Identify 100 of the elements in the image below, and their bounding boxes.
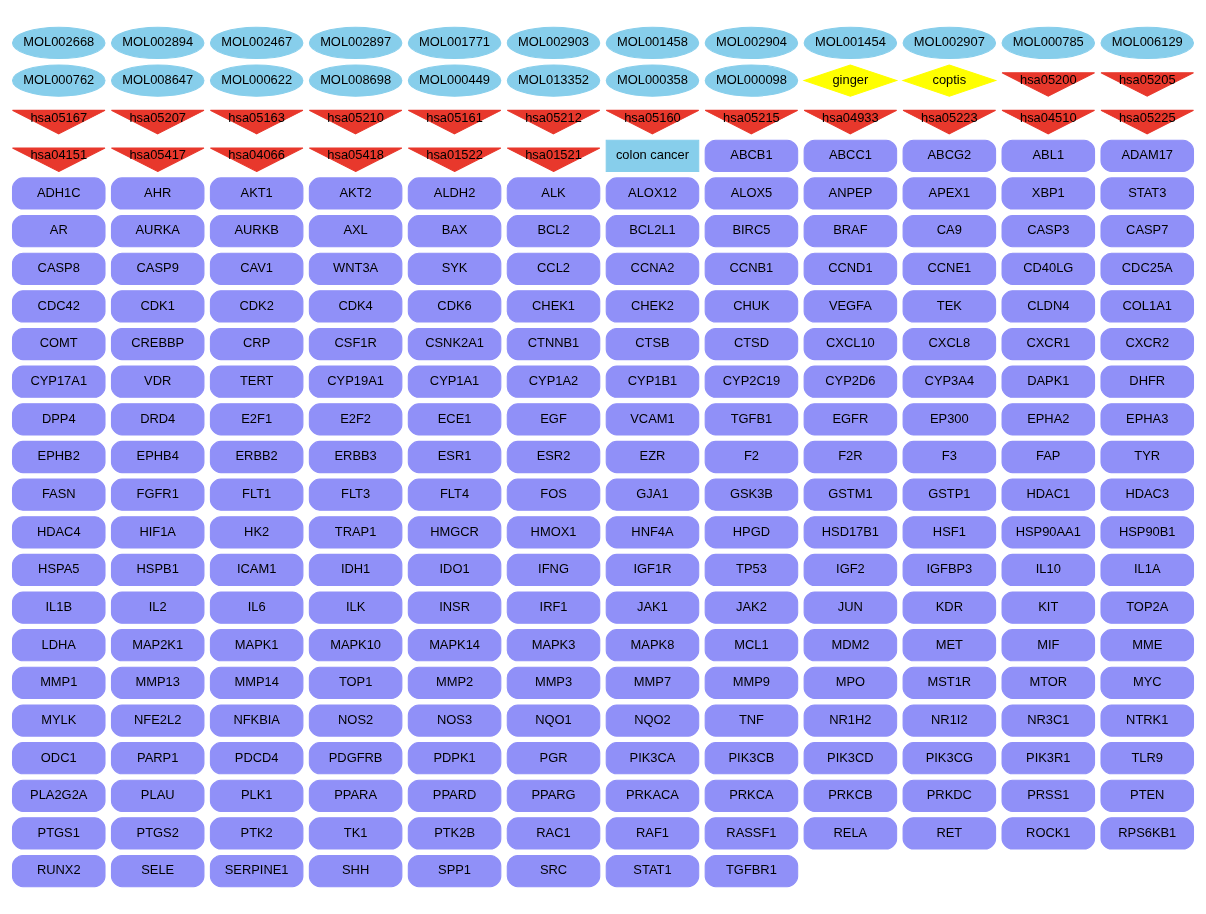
node-box: CHEK2 (605, 290, 700, 323)
node-box: PIK3CG (902, 742, 997, 775)
node-box: MDM2 (803, 629, 898, 662)
node-box: TYR (1100, 440, 1195, 474)
node-box: AR (11, 215, 106, 248)
node-box: ALOX5 (704, 177, 799, 210)
node-diamond: ginger (802, 64, 899, 97)
node-box: RUNX2 (11, 854, 106, 888)
node-box: MMP1 (11, 666, 106, 699)
node-box: ODC1 (11, 742, 106, 775)
node-box: MIF (1001, 629, 1096, 662)
node-box: CDK6 (407, 290, 502, 323)
node-box: PLA2G2A (11, 779, 106, 812)
node-box: MME (1100, 629, 1195, 662)
node-box: ABL1 (1001, 139, 1096, 172)
node-box: SRC (506, 854, 601, 888)
node-box: VDR (110, 365, 205, 398)
node-box: F3 (902, 440, 997, 474)
node-box: TEK (902, 290, 997, 323)
node-box: CD40LG (1001, 252, 1096, 285)
node-box: CASP7 (1100, 215, 1195, 248)
node-box: ALDH2 (407, 177, 502, 210)
node-box: ABCB1 (704, 139, 799, 172)
node-box: AHR (110, 177, 205, 210)
node-box: NQO1 (506, 704, 601, 737)
node-ellipse: MOL008698 (308, 64, 403, 97)
node-box: PLK1 (209, 779, 304, 812)
node-box: IL2 (110, 591, 205, 624)
node-box: CHUK (704, 290, 799, 323)
node-box: JAK2 (704, 591, 799, 624)
node-box: CCNE1 (902, 252, 997, 285)
node-box: AURKB (209, 215, 304, 248)
node-box: EPHB4 (110, 440, 205, 474)
node-box: MMP2 (407, 666, 502, 699)
node-box: FLT4 (407, 478, 502, 511)
node-box: PGR (506, 742, 601, 775)
node-box: PRKACA (605, 779, 700, 812)
node-box: CDK4 (308, 290, 403, 323)
node-box: EGFR (803, 403, 898, 436)
node-box: PRKCB (803, 779, 898, 812)
node-box: BCL2L1 (605, 215, 700, 248)
node-box: CTNNB1 (506, 327, 601, 361)
node-box: CXCR2 (1100, 327, 1195, 361)
node-ellipse: MOL000785 (1001, 26, 1096, 60)
node-ellipse: MOL000449 (407, 64, 502, 97)
node-box: ANPEP (803, 177, 898, 210)
node-box: BIRC5 (704, 215, 799, 248)
node-box: XBP1 (1001, 177, 1096, 210)
node-ellipse: MOL002668 (11, 26, 106, 60)
node-box: ABCG2 (902, 139, 997, 172)
node-box: HSPB1 (110, 553, 205, 587)
node-box: TGFB1 (704, 403, 799, 436)
node-box: TGFBR1 (704, 854, 799, 888)
node-box: FOS (506, 478, 601, 511)
node-box: NQO2 (605, 704, 700, 737)
node-box: WNT3A (308, 252, 403, 285)
node-box: EP300 (902, 403, 997, 436)
node-box: F2 (704, 440, 799, 474)
node-box: HSF1 (902, 516, 997, 549)
node-box: CHEK1 (506, 290, 601, 323)
node-box: HK2 (209, 516, 304, 549)
node-box: MYC (1100, 666, 1195, 699)
node-ellipse: MOL000098 (704, 64, 799, 97)
node-box: CYP17A1 (11, 365, 106, 398)
node-box: DPP4 (11, 403, 106, 436)
node-box: CYP19A1 (308, 365, 403, 398)
node-box: RET (902, 817, 997, 850)
node-box: CCND1 (803, 252, 898, 285)
node-box: FLT3 (308, 478, 403, 511)
node-ellipse: MOL002894 (110, 26, 205, 60)
node-box: ESR2 (506, 440, 601, 474)
node-ellipse: MOL008647 (110, 64, 205, 97)
node-box: PPARA (308, 779, 403, 812)
node-box: SELE (110, 854, 205, 888)
node-ellipse: MOL013352 (506, 64, 601, 97)
node-box: TRAP1 (308, 516, 403, 549)
node-box: IDO1 (407, 553, 502, 587)
node-box: HMGCR (407, 516, 502, 549)
node-box: CYP1A2 (506, 365, 601, 398)
node-box: MAPK10 (308, 629, 403, 662)
node-box: HSP90AA1 (1001, 516, 1096, 549)
node-box: PLAU (110, 779, 205, 812)
node-box: EZR (605, 440, 700, 474)
node-box: IL1B (11, 591, 106, 624)
node-box: RELA (803, 817, 898, 850)
node-box: HSD17B1 (803, 516, 898, 549)
node-box: TK1 (308, 817, 403, 850)
node-box: GSTP1 (902, 478, 997, 511)
node-box: JUN (803, 591, 898, 624)
node-box: APEX1 (902, 177, 997, 210)
node-box: ERBB2 (209, 440, 304, 474)
node-ellipse: MOL001454 (803, 26, 898, 60)
node-box: IGF1R (605, 553, 700, 587)
node-box: VEGFA (803, 290, 898, 323)
node-box: HSP90B1 (1100, 516, 1195, 549)
node-box: NR1H2 (803, 704, 898, 737)
node-box: ALK (506, 177, 601, 210)
node-ellipse: MOL000762 (11, 64, 106, 97)
node-ellipse: MOL002467 (209, 26, 304, 60)
node-box: STAT3 (1100, 177, 1195, 210)
